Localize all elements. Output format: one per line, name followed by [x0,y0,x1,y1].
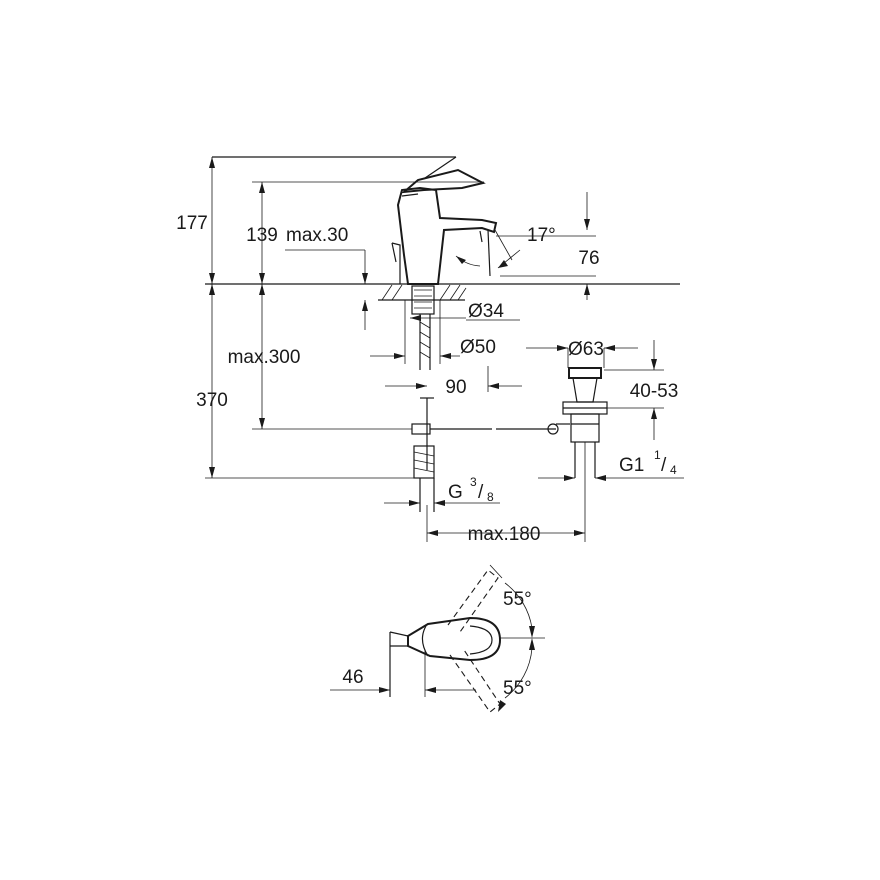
label-dia50: Ø50 [460,337,496,358]
dim-dia34: Ø34 [410,301,520,322]
label-46: 46 [342,667,363,688]
dim-76: 76 [500,192,600,300]
label-max300: max.300 [228,347,301,368]
dim-dia50: Ø50 [370,300,496,364]
faucet-body [212,156,498,285]
flex-hose [413,445,435,512]
mounting-shank [411,285,435,370]
label-max180: max.180 [468,524,541,545]
deck-hatching [378,284,467,301]
label-max30: max.30 [286,225,348,246]
handle-plan [407,616,502,662]
label-g38-num: 3 [470,475,477,489]
label-g38-main: G [448,482,463,503]
label-55deg-bottom: 55° [503,678,532,699]
dim-max300: max.300 [228,284,412,430]
handle-rotated-down [449,649,501,713]
dim-90: 90 [385,366,522,398]
label-55deg-top: 55° [503,589,532,610]
dim-139: 139 [246,181,484,284]
label-g38-slash: / [478,482,484,503]
dim-dia63: Ø63 [526,339,638,368]
dim-g1-quarter: G1 1 / 4 [538,448,684,481]
dim-max180: max.180 [426,442,586,545]
label-g114-num: 1 [654,448,661,462]
label-40-53: 40-53 [630,381,679,402]
label-g114-den: 4 [670,463,677,477]
dim-17-angle: 17° [455,225,596,269]
label-dia63: Ø63 [568,339,604,360]
label-dia34: Ø34 [468,301,504,322]
label-139: 139 [246,225,278,246]
dim-max30: max.30 [285,225,368,330]
label-370: 370 [196,390,228,411]
label-76: 76 [578,248,599,269]
dim-40-53: 40-53 [604,340,678,440]
label-g114-slash: / [661,455,667,476]
label-g114-main: G1 [619,455,644,476]
label-g38-den: 8 [487,490,494,504]
popup-rod [411,397,570,470]
label-90: 90 [445,377,466,398]
plan-view: 55° 55° 46 [330,564,545,713]
label-177: 177 [176,213,208,234]
dim-370: 370 [196,284,414,479]
handle-rotated-up [447,569,499,633]
dim-177: 177 [176,157,215,284]
waste-valve [562,367,608,478]
elevation-view: 177 139 max.30 17° [176,156,684,545]
label-17deg: 17° [527,225,556,246]
dim-46: 46 [330,650,476,697]
dim-g38: G 3 / 8 [384,475,500,506]
